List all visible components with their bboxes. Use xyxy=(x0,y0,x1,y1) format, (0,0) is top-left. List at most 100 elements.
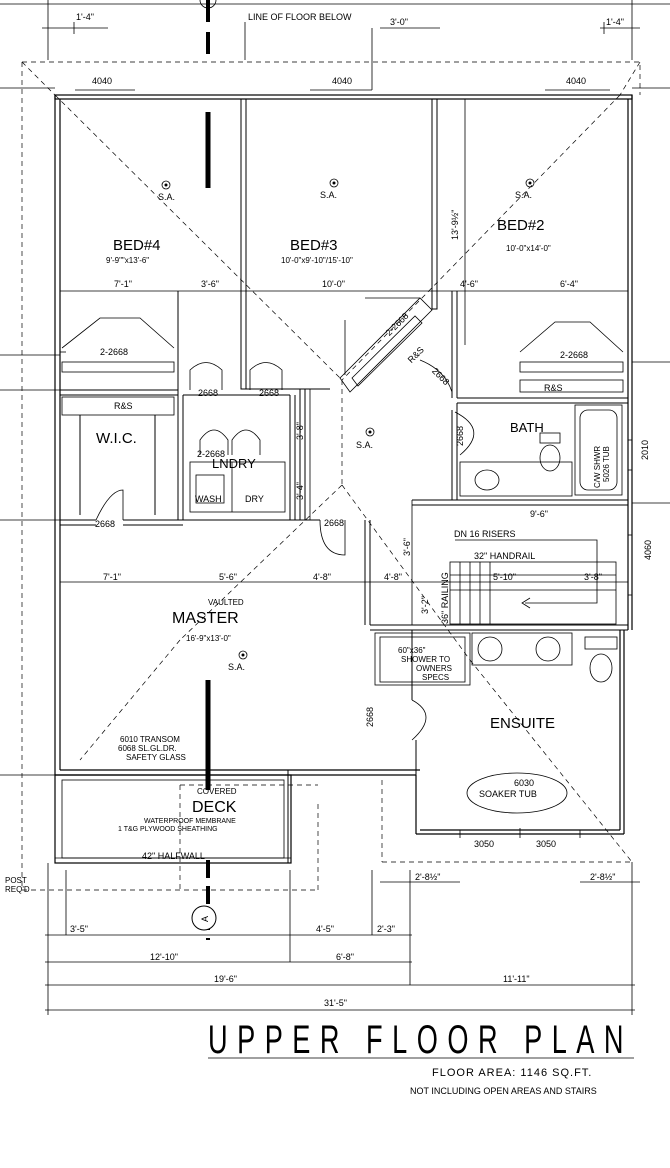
sa-hall: S.A. xyxy=(356,440,373,450)
rs-bed3: R&S xyxy=(406,345,426,365)
section-line xyxy=(191,0,217,940)
door-2668-bed4: 2668 xyxy=(198,388,218,398)
window-2010: 2010 xyxy=(640,440,650,460)
sa-bed4: S.A. xyxy=(158,192,175,202)
room-bed4: BED#4 xyxy=(113,237,161,254)
dim-1-4-left: 1'-4" xyxy=(76,12,94,22)
door-2668-bed2-diag: 2668 xyxy=(430,366,451,387)
tub-line1: C/W SHWR xyxy=(593,446,602,488)
post-line1: POST xyxy=(5,876,27,885)
door-2668-hall: 2668 xyxy=(324,518,344,528)
transom-line1: 6010 TRANSOM xyxy=(120,735,180,744)
master-vaulted: VAULTED xyxy=(208,598,244,607)
stair-railing: 36" RAILING xyxy=(440,572,450,624)
deck-covered: COVERED xyxy=(197,787,237,796)
dim-13-9: 13'-9½" xyxy=(450,210,460,240)
door-2668-wic: 2668 xyxy=(95,519,115,529)
smoke-alarms xyxy=(161,178,535,660)
dim-6-4: 6'-4" xyxy=(560,279,578,289)
room-bath: BATH xyxy=(510,420,544,435)
room-lndry: LNDRY xyxy=(212,456,256,471)
door-2-2668-bed2: 2-2668 xyxy=(560,350,588,360)
dim-9-6: 9'-6" xyxy=(530,509,548,519)
size-master: 16'-9"x13'-0" xyxy=(186,634,231,643)
line-of-floor-below: LINE OF FLOOR BELOW xyxy=(248,12,352,22)
shower-line3: OWNERS xyxy=(416,664,452,673)
deck-halfwall: 42" HALFWALL xyxy=(142,851,205,861)
dim-11-11: 11'-11" xyxy=(503,974,530,984)
dim-4-8-a: 4'-8" xyxy=(313,572,331,582)
size-bed4: 9'-9""x13'-6" xyxy=(106,256,149,265)
label-wash: WASH xyxy=(195,494,222,504)
dim-3-8: 3'-8" xyxy=(295,422,305,440)
transom-line3: SAFETY GLASS xyxy=(126,753,186,762)
dim-3-6: 3'-6" xyxy=(201,279,219,289)
room-ensuite: ENSUITE xyxy=(490,715,555,732)
dim-12-10: 12'-10" xyxy=(150,952,178,962)
dim-7-1-bed4: 7'-1" xyxy=(114,279,132,289)
dim-2-3: 2'-3" xyxy=(377,924,395,934)
tub-line2: 5026 TUB xyxy=(602,446,611,482)
post-line2: REQ'D xyxy=(5,885,30,894)
dim-3-2: 3'-2" xyxy=(420,596,430,614)
interior-walls xyxy=(0,98,670,864)
bottom-dimensions xyxy=(45,862,640,1015)
dim-7-1-master: 7'-1" xyxy=(103,572,121,582)
room-bed3: BED#3 xyxy=(290,237,338,254)
dim-3-6-stair: 3'-6" xyxy=(402,538,412,556)
dim-3-5: 3'-5" xyxy=(70,924,88,934)
door-swings xyxy=(95,359,475,741)
label-dry: DRY xyxy=(245,494,264,504)
window-3050-right: 3050 xyxy=(536,839,556,849)
dim-3-4: 3'-4" xyxy=(295,482,305,500)
floor-area: FLOOR AREA: 1146 SQ.FT. xyxy=(432,1067,592,1079)
dim-3-0: 3'-0" xyxy=(390,17,408,27)
soaker-line2: SOAKER TUB xyxy=(479,789,537,799)
door-2668-bed3: 2668 xyxy=(259,388,279,398)
window-4060: 4060 xyxy=(643,540,653,560)
soaker-line1: 6030 xyxy=(514,778,534,788)
dim-4-8-b: 4'-8" xyxy=(384,572,402,582)
deck-sheathing: 1 T&G PLYWOOD SHEATHING xyxy=(118,826,218,833)
room-wic: W.I.C. xyxy=(96,430,137,447)
room-deck: DECK xyxy=(192,799,237,816)
window-4040-bed4: 4040 xyxy=(92,76,112,86)
dim-31-5: 31'-5" xyxy=(324,998,347,1008)
sa-bed2: S.A. xyxy=(515,190,532,200)
dim-5-10: 5'-10" xyxy=(493,572,516,582)
dim-1-4-right: 1'-4" xyxy=(606,17,624,27)
floor-area-note: NOT INCLUDING OPEN AREAS AND STAIRS xyxy=(410,1086,597,1096)
dim-6-8: 6'-8" xyxy=(336,952,354,962)
shower-line1: 60"x36" xyxy=(398,646,426,655)
rs-bed2: R&S xyxy=(544,383,563,393)
shower-line4: SPECS xyxy=(422,673,449,682)
drawing-title: UPPER FLOOR PLAN xyxy=(208,1018,633,1062)
sa-master: S.A. xyxy=(228,662,245,672)
dim-4-5: 4'-5" xyxy=(316,924,334,934)
dim-2-8-left: 2'-8½" xyxy=(415,872,440,882)
dim-5-6: 5'-6" xyxy=(219,572,237,582)
dim-3-8-stair: 3'-8" xyxy=(584,572,602,582)
sa-bed3: S.A. xyxy=(320,190,337,200)
dim-10-0: 10'-0" xyxy=(322,279,345,289)
door-2668-ensuite: 2668 xyxy=(365,707,375,727)
top-dimensions xyxy=(0,0,670,90)
dim-2-8-right: 2'-8½" xyxy=(590,872,615,882)
dim-4-6: 4'-6" xyxy=(460,279,478,289)
room-master: MASTER xyxy=(172,610,239,627)
stair-risers: DN 16 RISERS xyxy=(454,529,516,539)
door-2-2668-bed4: 2-2668 xyxy=(100,347,128,357)
deck-membrane: WATERPROOF MEMBRANE xyxy=(144,818,236,825)
dim-19-6: 19'-6" xyxy=(214,974,237,984)
window-4040-bed3: 4040 xyxy=(332,76,352,86)
door-2-2668-lndry: 2-2668 xyxy=(197,449,225,459)
size-bed2: 10'-0"x14'-0" xyxy=(506,244,551,253)
section-marker: A xyxy=(200,916,210,922)
size-bed3: 10'-0"x9'-10"/15'-10" xyxy=(281,256,353,265)
window-4040-bed2: 4040 xyxy=(566,76,586,86)
stair-handrail: 32" HANDRAIL xyxy=(474,551,535,561)
door-2668-bath: 2668 xyxy=(455,426,465,446)
room-bed2: BED#2 xyxy=(497,217,545,234)
roof-outline xyxy=(21,61,641,891)
